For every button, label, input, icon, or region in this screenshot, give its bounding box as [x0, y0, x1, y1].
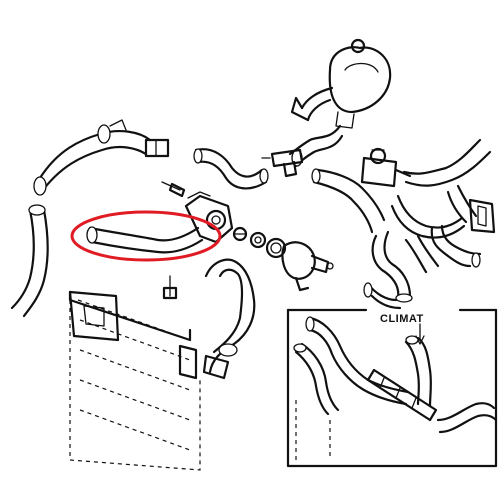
climat-inset: CLIMAT: [286, 308, 498, 468]
bypass-hose: [288, 124, 344, 168]
temperature-sensor: [161, 181, 186, 198]
heater-valve: [360, 147, 412, 188]
top-left-hose: [33, 119, 152, 196]
radiator: [68, 290, 201, 471]
lower-radiator-hose: [202, 258, 256, 380]
drain-plug: [162, 275, 178, 300]
hose-union: [144, 138, 170, 158]
heater-hose-right: [311, 168, 386, 234]
upper-radiator-hose: [86, 226, 204, 254]
left-lower-hose: [10, 204, 49, 318]
water-outlet: [281, 241, 334, 292]
expansion-tank: [328, 38, 392, 129]
t-connector: [261, 148, 304, 178]
right-lower-hoses: [363, 224, 482, 310]
tank-hose-upper: [290, 86, 334, 122]
thermostat-parts: [232, 226, 287, 259]
highlight-ring: [70, 210, 222, 262]
inset-label: CLIMAT: [380, 313, 424, 325]
heater-hose-upper: [193, 148, 269, 190]
far-right-hoses: [390, 138, 496, 239]
